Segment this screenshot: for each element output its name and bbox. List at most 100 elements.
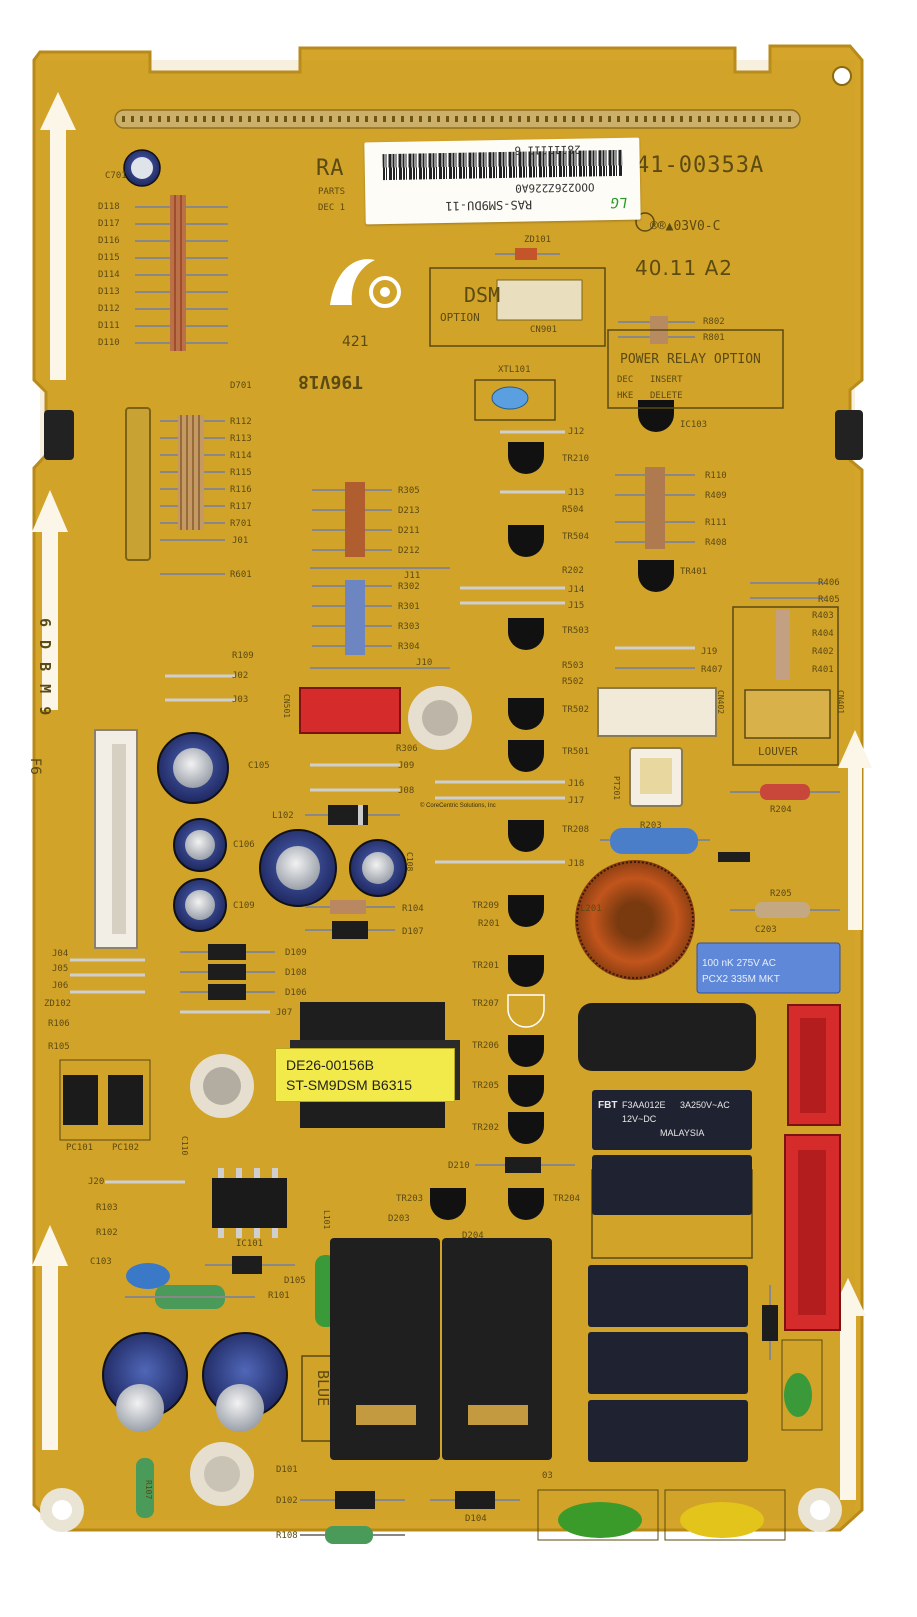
label-r109: R109 [232,651,254,661]
label-d118: D118 [98,202,120,212]
label-r107: R107 [144,1480,153,1500]
label-tr210: TR210 [562,454,590,464]
label-r304: R304 [398,642,420,652]
sticker-line1: 28111111 6 [514,142,581,157]
label-j20: J20 [88,1177,105,1187]
sticker-line2: OOO226Z226A0 [515,180,595,195]
label-tr201: TR201 [472,961,500,971]
label-r802: R802 [703,317,725,327]
label-r115: R115 [230,468,252,478]
dsm-title: DSM [464,283,501,307]
label-r302: R302 [398,582,420,592]
part-code-prefix: RA [316,156,345,181]
label-r105: R105 [48,1042,70,1052]
label-j04: J04 [52,949,69,959]
label-r102: R102 [96,1228,118,1238]
label-cn401: CN401 [836,690,845,715]
ic101-chip [212,1178,287,1228]
optocoupler-pc102 [108,1075,143,1125]
relay-brand: FBT [598,1100,618,1111]
label-d115: D115 [98,253,120,263]
label-r401: R401 [812,665,834,675]
serial-sticker: 28111111 6 OOO226Z226A0 RAS-SM9DU-11 LG [364,137,641,225]
label-r202: R202 [562,566,584,576]
label-r113: R113 [230,434,252,444]
toroid-inductor [575,860,695,980]
label-l201: L201 [580,904,602,914]
label-ic103: IC103 [680,420,708,430]
label-d116: D116 [98,236,120,246]
label-r801: R801 [703,333,725,343]
label-pc101: PC101 [66,1143,94,1153]
x-capacitor-green [558,1502,642,1538]
label-r504: R504 [562,505,584,515]
label-r403: R403 [812,611,834,621]
label-r305: R305 [398,486,420,496]
sticker-line3: RAS-SM9DU-11 [445,197,533,213]
label-r111: R111 [705,518,727,528]
power-relay-right [442,1238,552,1460]
date-code: 40.11 A2 [635,256,734,280]
label-d110: D110 [98,338,120,348]
barcode [382,149,623,181]
label-r116: R116 [230,485,252,495]
label-j05: J05 [52,964,69,974]
label-j15: J15 [568,601,585,611]
label-r406: R406 [818,578,840,588]
label-zd101: ZD101 [524,235,552,245]
label-d114: D114 [98,270,120,280]
label-d104: D104 [465,1514,487,1524]
label-d112: D112 [98,304,120,314]
label-c106: C106 [233,840,255,850]
label-r402: R402 [812,647,834,657]
power-relay-left [330,1238,440,1460]
label-tr502: TR502 [562,705,590,715]
label-r205: R205 [770,889,792,899]
label-j08: J08 [398,786,415,796]
label-r503: R503 [562,661,584,671]
label-tr202: TR202 [472,1123,500,1133]
label-j07: J07 [276,1008,293,1018]
label-d117: D117 [98,219,120,229]
copyright-watermark: © CoreCentric Solutions, Inc [420,803,496,809]
label-r117: R117 [230,502,252,512]
label-c203: C203 [755,925,777,935]
label-r409: R409 [705,491,727,501]
transformer-label: DE26-00156B ST-SM9DSM B6315 [275,1048,455,1102]
batch-code: T96V18 [298,371,364,392]
label-j13: J13 [568,488,585,498]
label-d203: D203 [388,1214,410,1224]
label-d102: D102 [276,1496,298,1506]
label-d103: 03 [542,1471,553,1481]
louver-label: LOUVER [758,745,798,758]
part-code-suffix: 41-00353A [636,153,765,178]
label-r306: R306 [396,744,418,754]
label-r103: R103 [96,1203,118,1213]
clip-left [44,410,74,460]
label-c103: C103 [90,1257,112,1267]
label-j18: J18 [568,859,585,869]
label-d204: D204 [462,1231,484,1241]
label-l101: L101 [322,1210,331,1230]
hke-value: DELETE [650,391,683,401]
label-j12: J12 [568,427,585,437]
label-cn402: CN402 [716,690,725,715]
label-r108: R108 [276,1531,298,1541]
power-relay-title: POWER RELAY OPTION [620,352,761,367]
label-cn901: CN901 [530,325,558,335]
film-cap-line1: 100 nK 275V AC [702,958,776,969]
label-zd102: ZD102 [44,999,72,1009]
label-r303: R303 [398,622,420,632]
label-j03: J03 [232,695,249,705]
label-j14: J14 [568,585,585,595]
label-c108: C108 [405,852,414,872]
label-cn501: CN501 [282,694,291,719]
label-tr501: TR501 [562,747,590,757]
connector-cn402 [597,687,717,737]
label-tr203: TR203 [396,1194,424,1204]
label-r201: R201 [478,919,500,929]
label-r404: R404 [812,629,834,639]
label-ic101: IC101 [236,1239,264,1249]
transformer-line1: DE26-00156B [286,1057,374,1073]
